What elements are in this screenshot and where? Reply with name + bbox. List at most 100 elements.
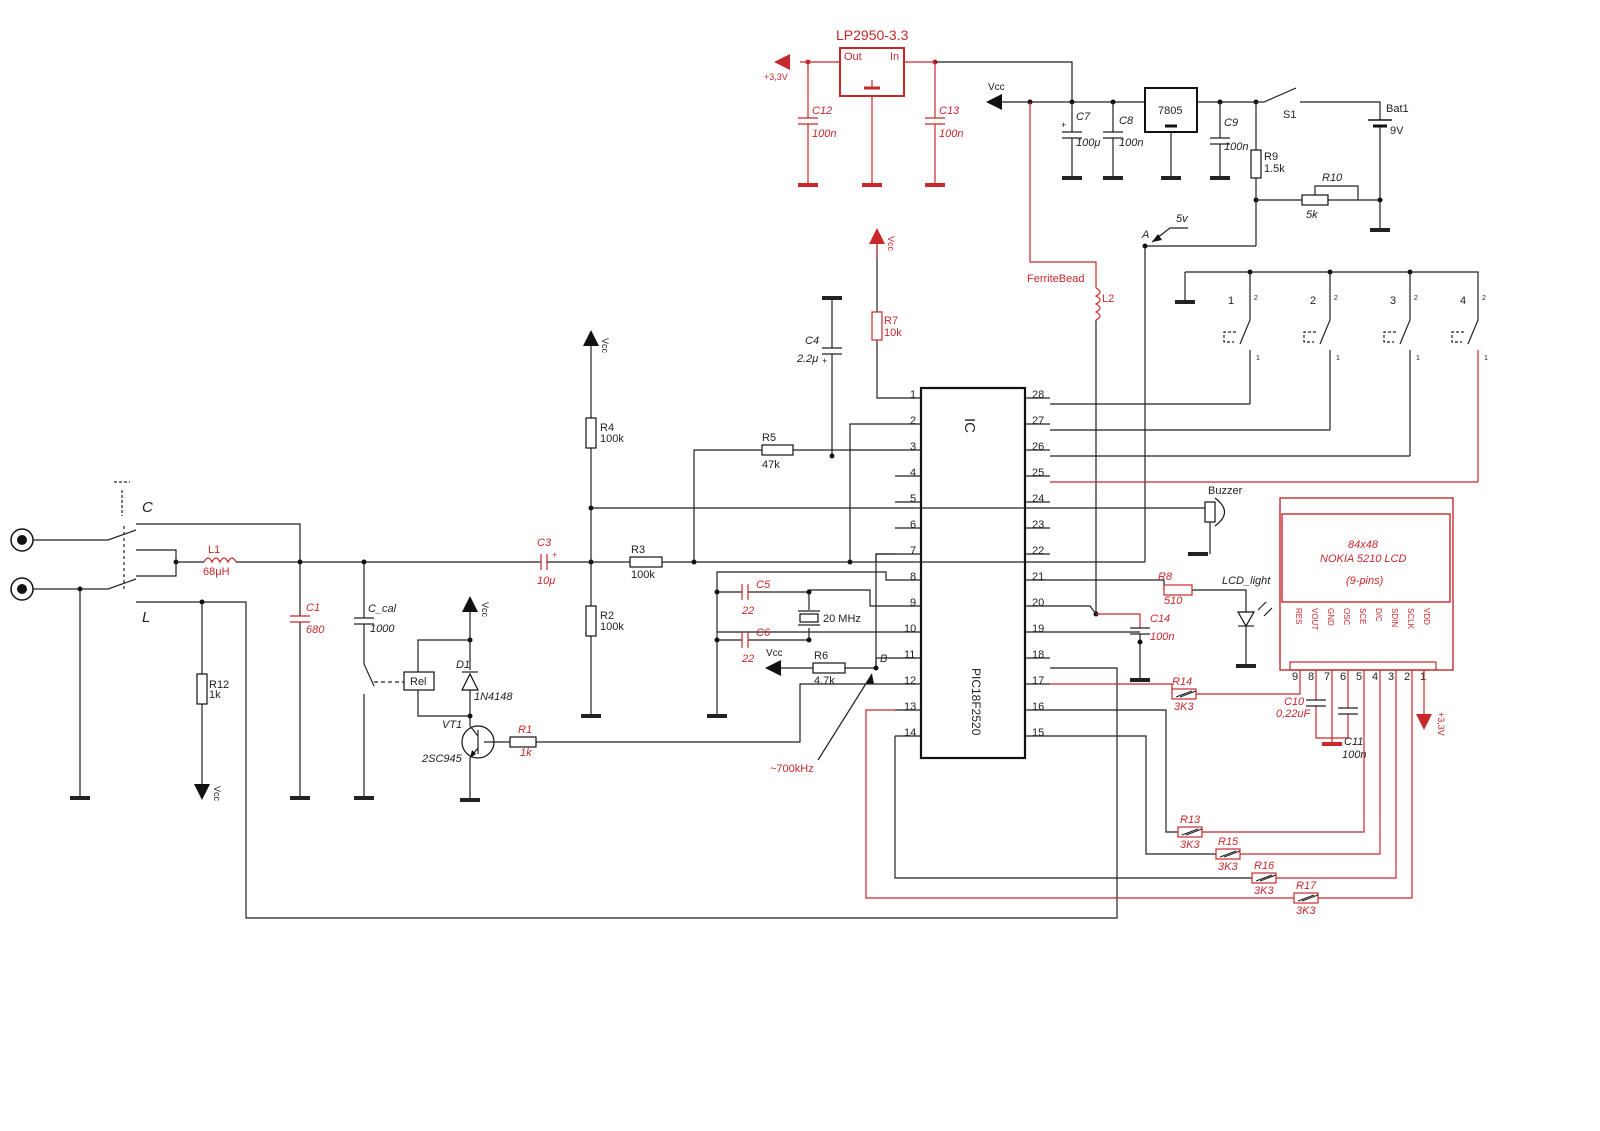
ccal-value: 1000 [370,623,395,635]
vt1-label: VT1 [442,719,462,731]
svg-text:17: 17 [1032,675,1044,687]
ic-left-pins: 1 2 3 4 5 6 7 8 9 10 11 12 13 14 [895,389,921,739]
c6-label: C6 [756,627,771,639]
svg-text:21: 21 [1032,571,1044,583]
lcd-line3: (9-pins) [1346,575,1384,587]
u7805-label: 7805 [1158,105,1182,117]
led-lcd-light [1236,601,1273,628]
c1-label: C1 [306,602,320,614]
svg-text:10: 10 [904,623,916,635]
r1-value: 1k [520,747,532,759]
svg-text:OSC: OSC [1342,608,1351,626]
c3-label: C3 [537,537,552,549]
ic-part: PIC18F2520 [969,668,983,736]
relay-coil [403,671,435,691]
c4-value: 2.2μ [796,353,818,365]
ic-right-pins: 28 27 26 25 24 23 22 21 20 19 18 17 16 1… [1025,389,1050,739]
c8-label: C8 [1119,115,1134,127]
l1-value: 68μH [203,566,230,578]
r10-value: 5k [1306,209,1318,221]
vt1-value: 2SC945 [421,753,463,765]
svg-text:26: 26 [1032,441,1044,453]
relay-label: Rel [410,676,427,688]
c14-label: C14 [1150,613,1170,625]
diode-d1 [461,672,479,691]
v33-arrow-lcd [1416,714,1432,730]
svg-text:1: 1 [1416,355,1420,362]
svg-text:GND: GND [1326,608,1335,626]
c13-value: 100n [939,128,963,140]
lcd-line2: NOKIA 5210 LCD [1320,553,1406,565]
r2-value: 100k [600,621,624,633]
svg-text:19: 19 [1032,623,1044,635]
input-jack-1 [10,528,34,552]
lcd-line1: 84x48 [1348,539,1379,551]
r14-value: 3K3 [1174,701,1194,713]
r8-value: 510 [1164,595,1183,607]
r17-label: R17 [1296,880,1317,892]
r9-value: 1.5k [1264,163,1285,175]
c10-label: C10 [1284,696,1305,708]
r2-label: R2 [600,610,614,622]
svg-text:1: 1 [1336,355,1340,362]
c9-label: C9 [1224,117,1238,129]
r15-value: 3K3 [1218,861,1238,873]
r6-value: 4.7k [814,675,835,687]
svg-text:9: 9 [910,597,916,609]
terminal-c: C [142,499,153,516]
c9-value: 100n [1224,141,1248,153]
c10-value: 0,22uF [1276,708,1312,720]
svg-text:3: 3 [910,441,916,453]
svg-text:25: 25 [1032,467,1044,479]
freq-label: ~700kHz [770,763,814,775]
vcc-arrow-d1 [462,596,478,612]
svg-text:1: 1 [910,389,916,401]
r14-label: R14 [1172,676,1192,688]
svg-text:20: 20 [1032,597,1044,609]
svg-text:28: 28 [1032,389,1044,401]
svg-text:2: 2 [1482,295,1486,302]
transistor-vt1 [461,725,510,759]
c7-value: 100μ [1076,137,1100,149]
lcd-pin-numbers: 9 8 7 6 5 4 3 2 1 [1292,671,1426,683]
svg-text:VDD: VDD [1422,608,1431,625]
svg-text:2: 2 [1404,671,1410,683]
regulator-in-label: In [890,51,899,63]
rail-5v: 5v [1176,213,1189,225]
button-2: 2 2 1 [1303,269,1340,430]
buttons-group: 1 2 1 2 2 1 3 2 1 4 2 1 [1223,269,1488,482]
svg-text:1: 1 [1228,295,1234,307]
svg-text:18: 18 [1032,649,1044,661]
regulator-lp2950: LP2950-3.3 Out In [836,27,909,97]
button-4: 4 2 1 [1451,292,1488,482]
svg-text:13: 13 [904,701,916,713]
rail-vcc-r12: Vcc [212,786,222,802]
svg-text:SDIN: SDIN [1390,608,1399,627]
rail-vcc-r6: Vcc [766,648,783,659]
lcd-pin-names: RES VOUT GND OSC SCE D/C SDIN SCLK VDD [1294,608,1431,630]
r3-label: R3 [631,544,645,556]
svg-text:7: 7 [910,545,916,557]
svg-text:4: 4 [1460,295,1466,307]
c5-label: C5 [756,579,771,591]
svg-text:+: + [822,356,827,366]
regulator-name: LP2950-3.3 [836,27,909,43]
r13-value: 3K3 [1180,839,1200,851]
svg-text:11: 11 [904,649,915,661]
lcd-module: 84x48 NOKIA 5210 LCD (9-pins) RES VOUT G… [1279,497,1454,683]
r12-value: 1k [209,689,221,701]
button-3: 3 2 1 [1383,269,1420,456]
svg-text:1: 1 [1420,671,1426,683]
svg-text:22: 22 [1032,545,1044,557]
lcd-light-label: LCD_light [1222,575,1271,587]
vcc-arrow-r6 [765,660,781,676]
svg-text:SCE: SCE [1358,608,1367,624]
svg-text:4: 4 [1372,671,1378,683]
c11-value: 100n [1342,749,1366,761]
svg-text:8: 8 [1308,671,1314,683]
bat1-value: 9V [1390,125,1404,137]
svg-text:16: 16 [1032,701,1044,713]
c5-value: 22 [741,605,754,617]
svg-text:27: 27 [1032,415,1044,427]
vcc-arrow-r7 [869,228,885,244]
